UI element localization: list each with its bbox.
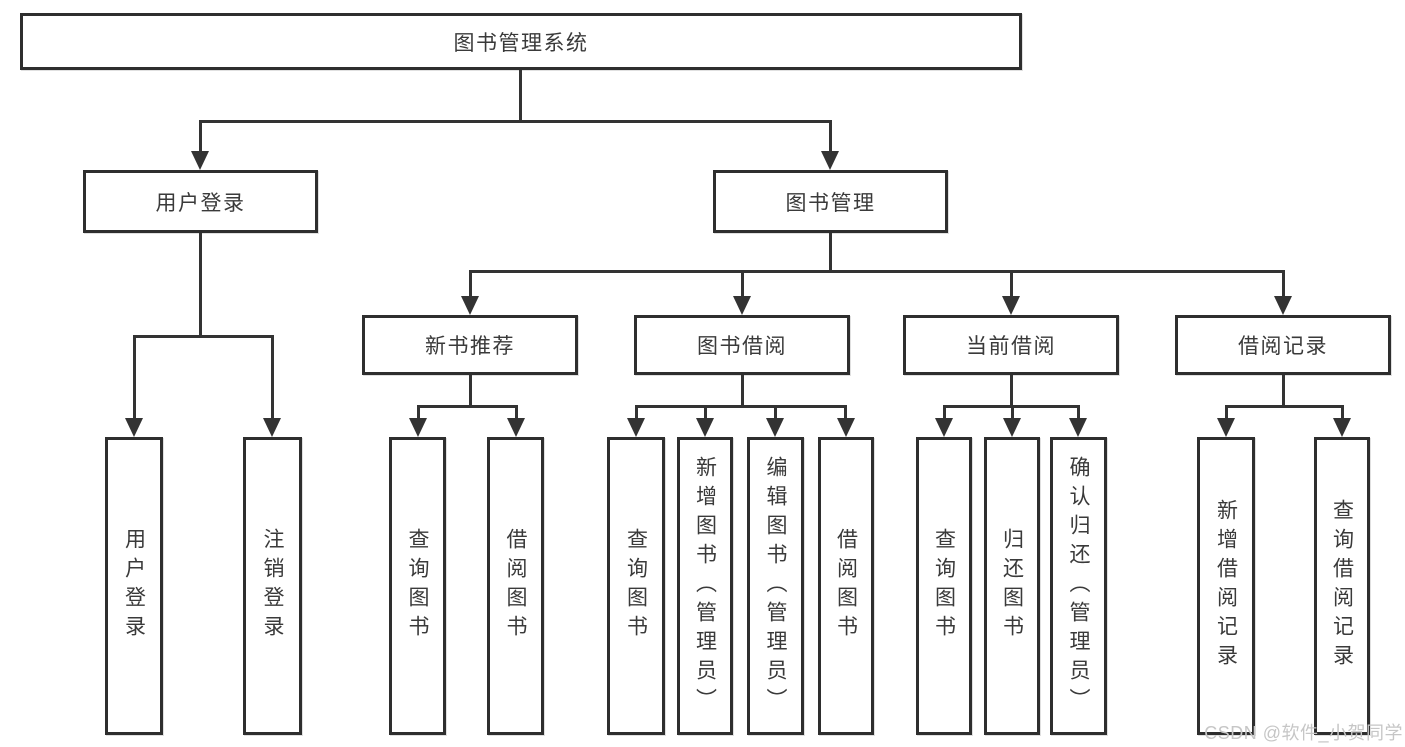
node-label: 新增图书（管理员） [693, 455, 717, 717]
arrowhead-icon [125, 418, 143, 437]
arrowhead-icon [627, 418, 645, 437]
node-label: 编辑图书（管理员） [764, 455, 787, 717]
node-borrow-records: 借阅记录 [1175, 315, 1391, 375]
connector-stub [417, 405, 420, 421]
node-label: 查询借阅记录 [1330, 499, 1354, 673]
arrowhead-icon [733, 296, 751, 315]
connector-stub [844, 405, 847, 421]
node-label: 用户登录 [122, 528, 146, 644]
node-label: 借阅图书 [504, 528, 527, 644]
node-label: 归还图书 [1000, 528, 1024, 644]
connector-user-login-bus [133, 335, 274, 338]
arrowhead-icon [461, 296, 479, 315]
connector-new-book-bus [417, 405, 518, 408]
node-book-borrow: 图书借阅 [634, 315, 850, 375]
node-library-management-system: 图书管理系统 [20, 13, 1022, 70]
node-label: 图书管理 [785, 191, 876, 215]
node-label: 新书推荐 [425, 335, 515, 358]
arrowhead-icon [1333, 418, 1351, 437]
node-current-query-books: 查询图书 [916, 437, 972, 735]
arrowhead-icon [1003, 418, 1021, 437]
connector-stub [1011, 405, 1014, 421]
node-leaf-logout: 注销登录 [243, 437, 302, 735]
node-label: 用户登录 [155, 191, 246, 215]
connector-stub [515, 405, 518, 421]
arrowhead-icon [766, 418, 784, 437]
arrowhead-icon [935, 418, 953, 437]
arrowhead-icon [821, 151, 839, 170]
arrowhead-icon [507, 418, 525, 437]
arrowhead-icon [696, 418, 714, 437]
arrowhead-icon [191, 151, 209, 170]
node-user-login: 用户登录 [83, 170, 318, 233]
connector-borrow-stem [741, 375, 744, 407]
connector-to-new-book [469, 270, 472, 298]
connector-to-current [1010, 270, 1013, 298]
node-label: 当前借阅 [966, 335, 1056, 358]
connector-to-leaf-logout [271, 335, 274, 421]
node-current-confirm-return-admin: 确认归还（管理员） [1050, 437, 1107, 735]
connector-stub [774, 405, 777, 421]
node-leaf-user-login: 用户登录 [105, 437, 163, 735]
connector-stub [943, 405, 946, 421]
connector-to-records [1282, 270, 1285, 298]
connector-to-leaf-user-login [133, 335, 136, 421]
connector-current-stem [1010, 375, 1013, 407]
node-label: 借阅图书 [834, 528, 858, 644]
connector-stub [1225, 405, 1228, 421]
arrowhead-icon [409, 418, 427, 437]
node-label: 确认归还（管理员） [1067, 455, 1090, 717]
connector-stub [635, 405, 638, 421]
node-new-book-recommend: 新书推荐 [362, 315, 578, 375]
node-records-query-borrow-record: 查询借阅记录 [1314, 437, 1370, 735]
node-borrow-edit-books-admin: 编辑图书（管理员） [747, 437, 804, 735]
connector-records-bus [1225, 405, 1343, 408]
connector-stub [1341, 405, 1344, 421]
connector-stub [1077, 405, 1080, 421]
connector-to-borrow [741, 270, 744, 298]
arrowhead-icon [1002, 296, 1020, 315]
connector-new-book-stem [469, 375, 472, 407]
node-book-management: 图书管理 [713, 170, 948, 233]
connector-root-stem [519, 70, 522, 122]
connector-book-mgmt-bus [469, 270, 1285, 273]
arrowhead-icon [263, 418, 281, 437]
node-label: 借阅记录 [1238, 335, 1328, 358]
connector-root-bus [199, 120, 832, 123]
connector-stub [704, 405, 707, 421]
arrowhead-icon [1274, 296, 1292, 315]
connector-records-stem [1282, 375, 1285, 406]
node-label: 图书管理系统 [453, 31, 589, 55]
node-borrow-add-books-admin: 新增图书（管理员） [677, 437, 733, 735]
arrowhead-icon [1217, 418, 1235, 437]
connector-to-user-login [199, 120, 202, 154]
csdn-watermark: CSDN @软件_小贺同学 [1204, 723, 1403, 743]
node-label: 图书借阅 [697, 335, 787, 358]
node-borrow-borrow-books: 借阅图书 [818, 437, 874, 735]
node-label: 注销登录 [261, 528, 284, 644]
arrowhead-icon [1069, 418, 1087, 437]
connector-book-mgmt-stem [829, 233, 832, 272]
node-label: 查询图书 [624, 528, 648, 644]
node-current-borrow: 当前借阅 [903, 315, 1119, 375]
node-newbook-query-books: 查询图书 [389, 437, 446, 735]
node-records-add-borrow-record: 新增借阅记录 [1197, 437, 1255, 735]
connector-user-login-stem [199, 233, 202, 337]
connector-borrow-bus [635, 405, 847, 408]
node-label: 新增借阅记录 [1214, 499, 1238, 673]
node-label: 查询图书 [406, 528, 429, 644]
arrowhead-icon [837, 418, 855, 437]
node-borrow-query-books: 查询图书 [607, 437, 665, 735]
node-current-return-books: 归还图书 [984, 437, 1040, 735]
node-label: 查询图书 [932, 528, 956, 644]
connector-to-book-mgmt [829, 120, 832, 154]
node-newbook-borrow-books: 借阅图书 [487, 437, 544, 735]
